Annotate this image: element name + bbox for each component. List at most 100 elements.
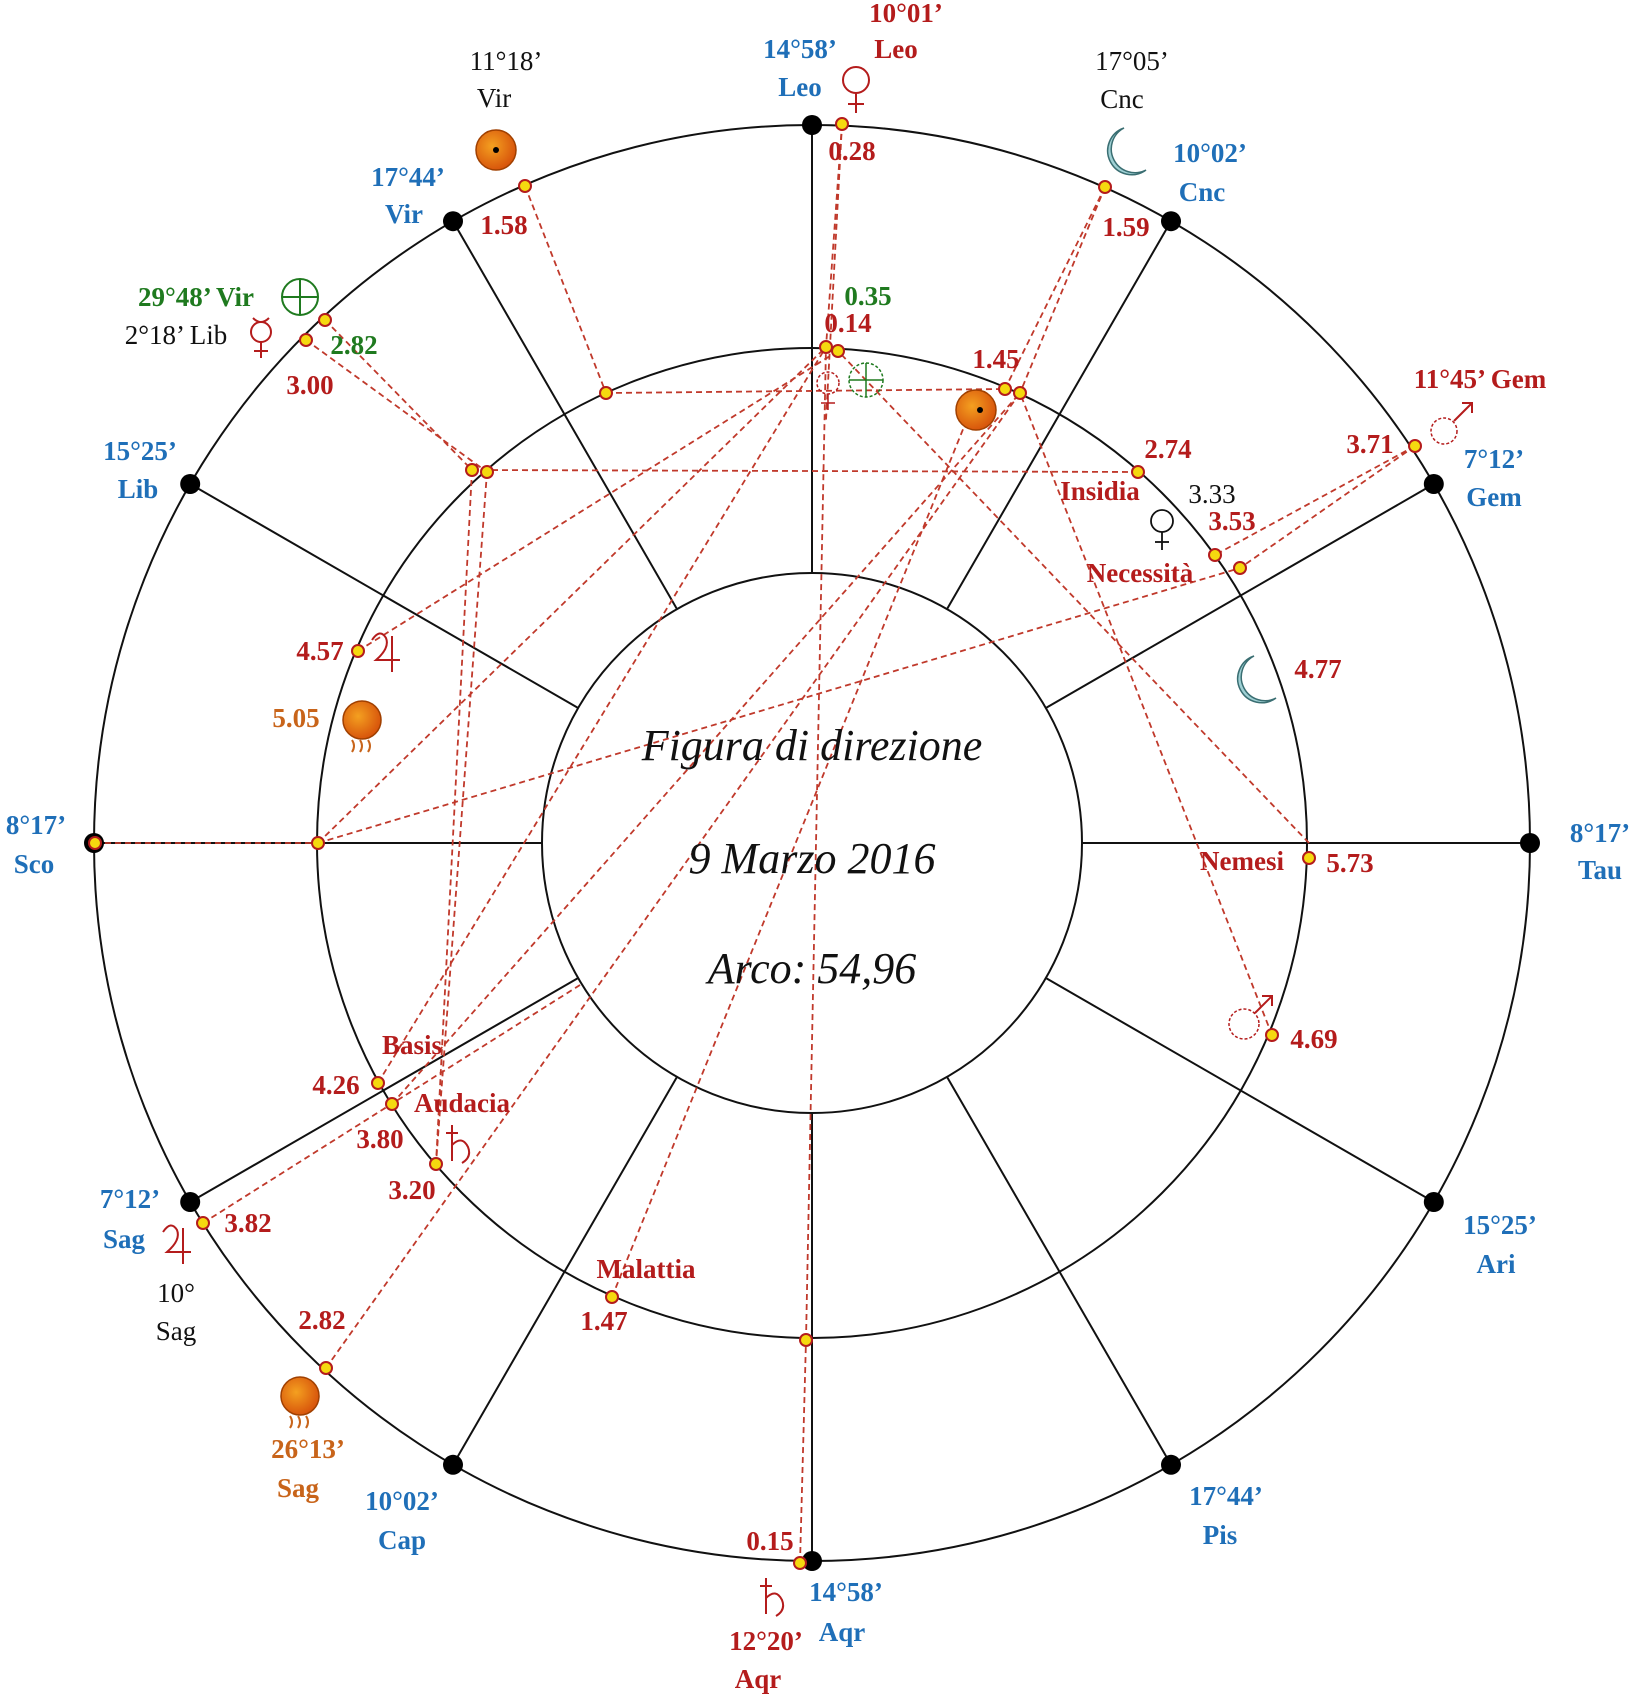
jupiter-natal-sign: Sag [156,1316,197,1346]
house-spoke [946,220,1172,610]
cusp-dot [443,211,463,232]
house-spoke [1045,977,1435,1203]
node-natal-sign: Sag [277,1473,320,1503]
sun-natal-sign: Vir [477,83,511,113]
venus-natal-degree: 10°01’ [869,0,943,28]
direction-lines [95,123,1416,1564]
cusp-dot [1161,1454,1181,1475]
value-label: 3.53 [1208,506,1255,536]
cusp-9-degree: 17°44’ [371,162,445,192]
fortune-icon [848,362,884,398]
value-label: 0.15 [746,1526,793,1556]
figure-title: Figura di direzione [641,721,983,770]
value-label: 3.80 [356,1124,403,1154]
lot-audacia: Audacia [414,1088,511,1118]
mars-icon [1228,995,1273,1040]
value-label: 5.05 [272,703,319,733]
lot-basis: Basis [382,1030,442,1060]
value-label: 0.14 [824,308,871,338]
house-spoke [452,1076,678,1466]
cusp-dot [180,474,201,494]
cusp-11-degree: 10°02’ [1173,138,1247,168]
jupiter-icon [162,1224,191,1264]
fortune-natal-position: 29°48’ Vir [138,282,254,312]
cusp-7-sign: Sco [14,849,55,879]
saturn-icon [446,1125,471,1164]
mars-natal-position: 11°45’ Gem [1414,364,1547,394]
cusp-dot [802,1551,822,1571]
mars-icon [1430,402,1473,445]
value-label: 1.58 [480,210,527,240]
sun-natal-degree: 11°18’ [470,46,543,76]
cusp-dot [1423,474,1444,494]
cusp-9-sign: Vir [385,199,423,229]
figure-date: 9 Marzo 2016 [689,834,936,883]
venus-icon [842,66,870,113]
value-label: 3.20 [388,1175,435,1205]
cusp-10-degree: 14°58’ [763,34,837,64]
cusp-dot [802,115,822,135]
figure-arc: Arco: 54,96 [705,944,917,993]
value-label: 4.77 [1294,654,1341,684]
lot-malattia: Malattia [597,1254,696,1284]
house-spoke [189,977,579,1203]
value-label: 0.35 [844,281,891,311]
cusp-1-sign: Tau [1578,855,1622,885]
saturn-natal-sign: Aqr [735,1664,782,1694]
cusp-dot [1161,211,1181,232]
mercury-icon [250,317,272,358]
value-label: 3.33 [1188,479,1235,509]
cusp-8-degree: 15°25’ [103,436,177,466]
value-label: 2.82 [330,330,377,360]
cusp-5-sign: Cap [378,1525,426,1555]
venus-icon [816,371,840,410]
cusp-3-sign: Pis [1203,1520,1238,1550]
value-label: 2.74 [1144,434,1191,464]
cusp-2-degree: 15°25’ [1463,1210,1537,1240]
cusp-10-sign: Leo [778,72,822,102]
value-label: 1.47 [580,1306,627,1336]
house-spoke [946,1076,1172,1466]
cusp-1-degree: 8°17’ [1570,818,1630,848]
direction-points [88,117,1422,1570]
node-icon [342,700,382,753]
lot-necessita: Necessità [1087,558,1194,588]
value-label: 3.71 [1346,429,1393,459]
saturn-natal-degree: 12°20’ [729,1626,803,1656]
cusp-5-degree: 10°02’ [365,1486,439,1516]
value-label: 1.59 [1102,212,1149,242]
mercury-icon [1150,509,1174,550]
cusp-dot [1423,1192,1444,1212]
cusp-3-degree: 17°44’ [1189,1481,1263,1511]
cusp-11-sign: Cnc [1179,177,1226,207]
moon-natal-sign: Cnc [1100,84,1144,114]
value-label: 4.57 [296,636,343,666]
cusp-12-degree: 7°12’ [1464,444,1524,474]
value-label: 0.28 [828,136,875,166]
value-label: 5.73 [1326,848,1373,878]
cusp-4-sign: Aqr [819,1617,866,1647]
value-label: 1.45 [972,344,1019,374]
jupiter-natal-degree: 10° [157,1278,195,1308]
value-label: 3.00 [286,370,333,400]
cusp-6-degree: 7°12’ [100,1184,160,1214]
sun-icon [955,389,997,431]
node-natal-degree: 26°13’ [271,1434,345,1464]
cusp-2-sign: Ari [1477,1249,1516,1279]
sun-icon [475,129,517,171]
cusp-dot [443,1454,463,1475]
cusp-7-degree: 8°17’ [6,810,66,840]
value-label: 4.26 [312,1070,359,1100]
cusp-dot [1520,833,1540,853]
cusp-dot [180,1192,201,1212]
venus-natal-sign: Leo [874,34,918,64]
moon-natal-degree: 17°05’ [1095,46,1169,76]
cusp-8-sign: Lib [118,474,159,504]
lot-insidia: Insidia [1060,476,1140,506]
value-label: 2.82 [298,1305,345,1335]
cusp-6-sign: Sag [103,1224,146,1254]
cusp-12-sign: Gem [1466,482,1522,512]
value-label: 4.69 [1290,1024,1337,1054]
mercury-natal-position: 2°18’ Lib [125,320,228,350]
